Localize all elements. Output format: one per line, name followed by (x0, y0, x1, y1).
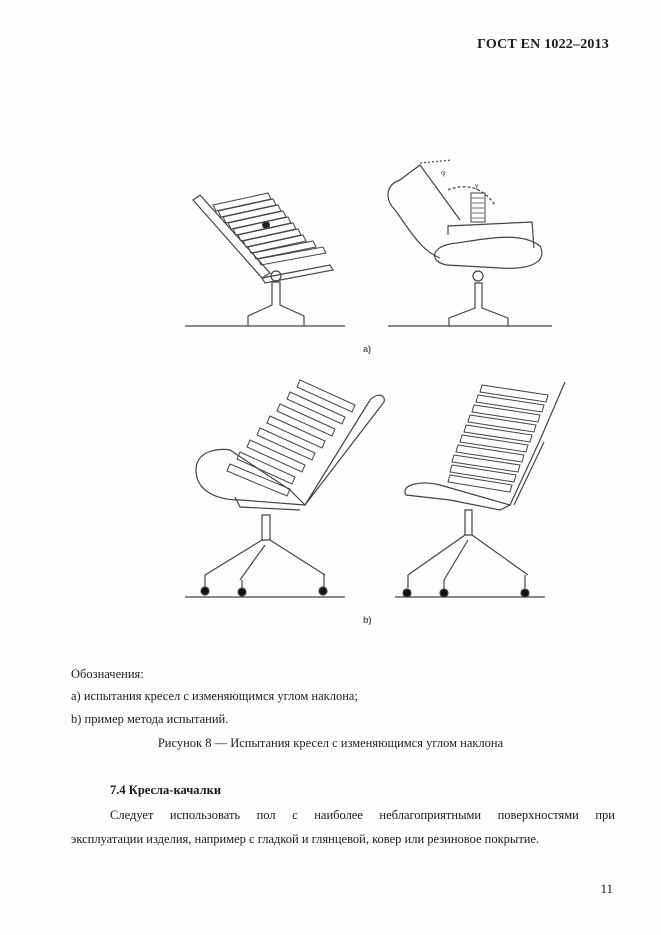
panel-b-label: b) (363, 615, 372, 625)
legend-item-b: b) пример метода испытаний. (71, 712, 229, 726)
svg-text:φ: φ (441, 168, 446, 177)
panel-b-right-drawing (395, 381, 566, 598)
figure-caption: Рисунок 8 — Испытания кресел с изменяющи… (157, 736, 504, 750)
figure-8: φ γ (185, 159, 566, 625)
chair-test-illustrations: φ γ (185, 159, 566, 598)
section-paragraph: Следует использовать пол с наиболее небл… (71, 803, 615, 851)
panel-b-left-drawing (185, 379, 385, 598)
panel-a-label: a) (363, 344, 372, 354)
page-number: 11 (600, 881, 613, 896)
section-heading: 7.4 Кресла-качалки (110, 783, 222, 797)
document-standard-header: ГОСТ EN 1022–2013 (477, 37, 609, 52)
legend-title: Обозначения: (71, 667, 144, 681)
paragraph-line-2: эксплуатации изделия, например с гладкой… (71, 832, 540, 846)
panel-a-left-drawing (185, 192, 345, 327)
panel-a-right-drawing: φ γ (387, 159, 552, 327)
paragraph-line-1: Следует использовать пол с наиболее небл… (110, 808, 615, 822)
legend-item-a: a) испытания кресел с изменяющимся углом… (71, 689, 358, 703)
svg-text:γ: γ (474, 181, 479, 190)
